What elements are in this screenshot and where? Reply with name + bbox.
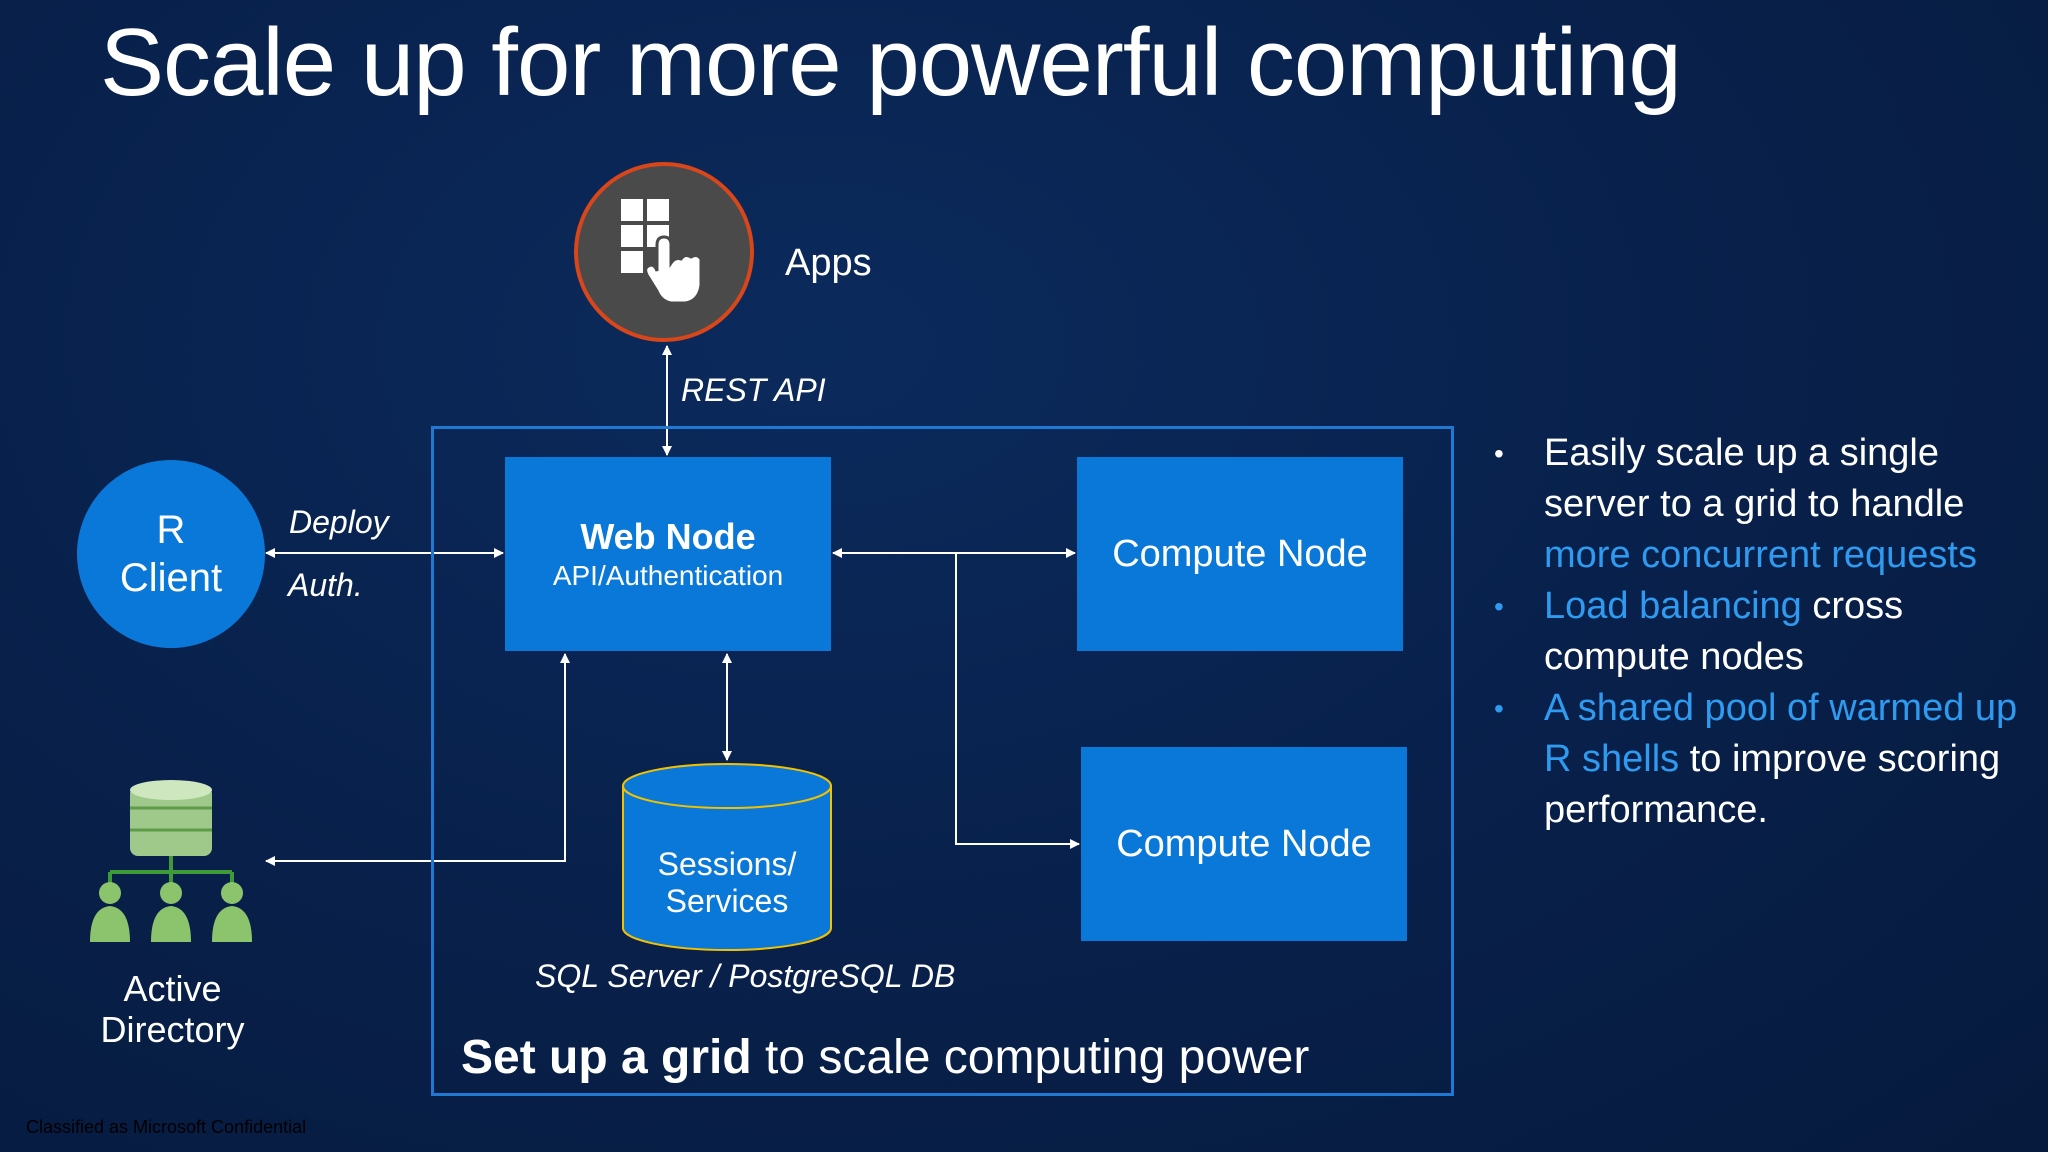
slide-title: Scale up for more powerful computing (100, 9, 1682, 116)
touch-apps-icon (621, 199, 703, 305)
bullet-item: • Load balancing cross compute nodes (1490, 581, 2030, 683)
auth-label: Auth. (288, 567, 363, 603)
compute-node-2: Compute Node (1081, 747, 1407, 941)
bullet-text: Easily scale up a single server to a gri… (1544, 432, 1965, 525)
rest-api-label: REST API (681, 372, 826, 408)
apps-node (574, 162, 754, 342)
bullet-dot-icon: • (1494, 591, 1504, 622)
bullet-dot-icon: • (1494, 693, 1504, 724)
bullet-text: cross compute nodes (1544, 585, 1904, 678)
grid-caption-bold: Set up a grid (461, 1031, 752, 1084)
bullet-highlight: Load balancing (1544, 585, 1802, 627)
database-cylinder (622, 763, 832, 951)
ad-connector (265, 653, 570, 866)
r-client-node: R Client (77, 460, 265, 648)
bullet-list: • Easily scale up a single server to a g… (1490, 428, 2030, 836)
web-node-title: Web Node (580, 516, 756, 557)
bullet-item: • A shared pool of warmed up R shells to… (1490, 683, 2030, 836)
bullet-highlight: A shared pool of warmed up R shells (1544, 687, 2018, 780)
deploy-label: Deploy (289, 504, 389, 540)
directory-users-icon (90, 780, 252, 942)
bullet-item: • Easily scale up a single server to a g… (1490, 428, 2030, 581)
web-node-subtitle: API/Authentication (552, 560, 784, 591)
active-directory-label: Active Directory (40, 968, 305, 1051)
grid-boundary (431, 426, 1454, 1096)
database-label: Sessions/ Services (622, 846, 832, 920)
grid-caption: Set up a grid to scale computing power (461, 1030, 1309, 1085)
database-caption: SQL Server / PostgreSQL DB (535, 958, 956, 994)
compute-connector-branch (955, 553, 1080, 849)
database-line2: Services (665, 882, 789, 919)
bullet-highlight: more concurrent requests (1544, 534, 1977, 576)
compute-node-1: Compute Node (1077, 457, 1403, 651)
bullet-text: to improve scoring performance. (1544, 738, 2001, 831)
bullet-dot-icon: • (1494, 438, 1504, 469)
active-directory-line2: Directory (100, 1009, 245, 1051)
apps-label: Apps (785, 242, 872, 284)
web-node: Web Node API/Authentication (505, 457, 831, 651)
r-client-line2: Client (119, 556, 223, 600)
confidentiality-footer: Classified as Microsoft Confidential (26, 1117, 307, 1137)
grid-caption-rest: to scale computing power (751, 1031, 1310, 1084)
database-line1: Sessions/ (657, 846, 797, 882)
r-client-line1: R (156, 508, 186, 552)
active-directory-line1: Active (123, 968, 222, 1009)
